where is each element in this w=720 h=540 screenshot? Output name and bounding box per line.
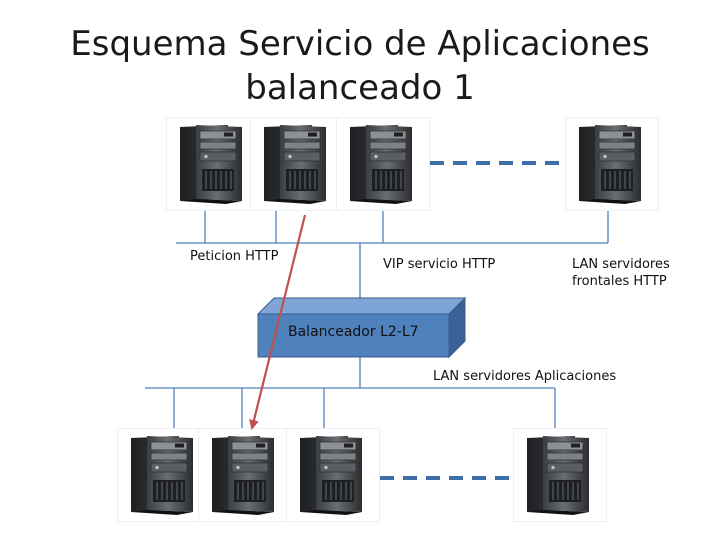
front-lan-label-line-1: LAN servidores [572,257,670,272]
http-server-3-icon [336,117,430,211]
front-lan-network [176,211,609,298]
http-server-2-icon [250,117,344,211]
app-lan-label: LAN servidores Aplicaciones [433,369,617,384]
request-label: Peticion HTTP [190,249,279,264]
balancer-label: Balanceador L2-L7 [288,324,419,340]
load-balancer-box [256,296,467,359]
page-title: Esquema Servicio de Aplicaciones balance… [0,22,720,110]
http-server-1-icon [166,117,260,211]
app-server-3-icon [286,428,380,522]
title-line-2: balanceado 1 [245,68,475,108]
app-lan-network [145,357,556,428]
front-lan-label: LAN servidores frontales HTTP [572,256,670,290]
front-lan-label-line-2: frontales HTTP [572,274,667,289]
app-server-1-icon [117,428,211,522]
http-server-4-icon [565,117,659,211]
app-server-4-icon [513,428,607,522]
request-arrow [249,214,307,430]
app-server-2-icon [198,428,292,522]
vip-label: VIP servicio HTTP [383,257,496,272]
title-line-1: Esquema Servicio de Aplicaciones [70,24,650,64]
